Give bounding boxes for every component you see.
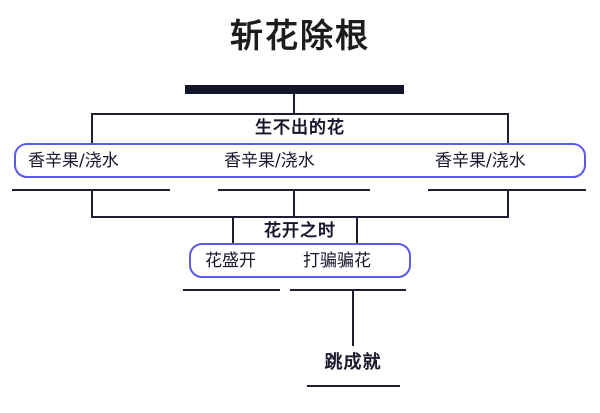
root-bar bbox=[185, 85, 404, 94]
level1-options-box: 香辛果/浇水 香辛果/浇水 香辛果/浇水 bbox=[14, 143, 586, 178]
level2-bracket-center-riser bbox=[293, 189, 295, 218]
leaf-underline bbox=[307, 385, 400, 387]
level1-bracket-left-drop bbox=[91, 113, 93, 144]
level1-bracket-horizontal bbox=[91, 113, 509, 115]
leaf-label: 跳成就 bbox=[324, 352, 382, 373]
level1-option-3[interactable]: 香辛果/浇水 bbox=[435, 150, 526, 171]
level1-bracket-right-drop bbox=[507, 113, 509, 144]
page-title: 斩花除根 bbox=[230, 16, 370, 55]
level2-option-1-underline bbox=[183, 289, 280, 291]
level2-option-2[interactable]: 打骗骗花 bbox=[303, 250, 371, 271]
level2-branch-label: 花开之时 bbox=[262, 219, 336, 242]
level2-option-1[interactable]: 花盛开 bbox=[205, 250, 256, 271]
level1-option-2[interactable]: 香辛果/浇水 bbox=[224, 150, 315, 171]
level2-bracket-horizontal bbox=[91, 216, 509, 218]
level2-bracket-left-riser bbox=[91, 189, 93, 218]
level2-bracket-right-riser bbox=[507, 189, 509, 218]
level2-inner-left-drop bbox=[232, 216, 234, 244]
level1-option-1[interactable]: 香辛果/浇水 bbox=[28, 150, 119, 171]
root-stem-line bbox=[293, 92, 295, 115]
level1-branch-label: 生不出的花 bbox=[253, 116, 345, 139]
level2-option-2-underline bbox=[290, 289, 406, 291]
leaf-connector-line bbox=[352, 289, 354, 346]
level2-options-box: 花盛开 打骗骗花 bbox=[189, 243, 411, 278]
level2-inner-right-drop bbox=[356, 216, 358, 244]
